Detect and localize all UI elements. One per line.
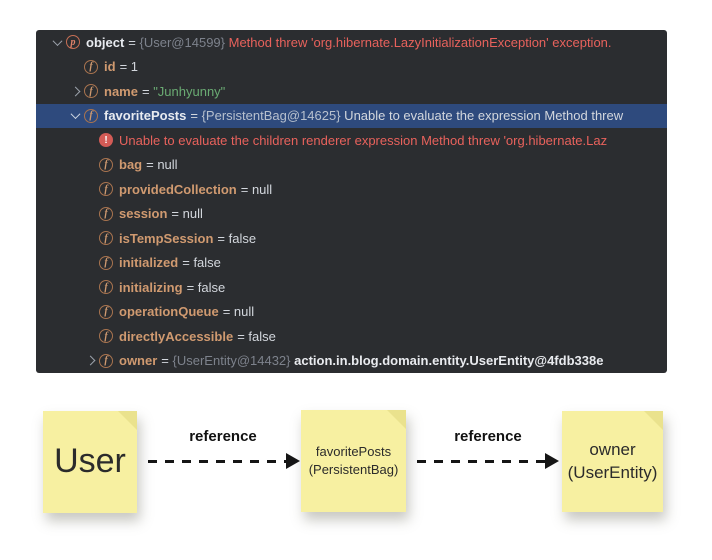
chevron-down-icon[interactable] xyxy=(67,109,84,120)
sticky-note-favorite-posts: favoritePosts (PersistentBag) xyxy=(301,410,406,512)
arrow-label-reference-2: reference xyxy=(454,428,522,445)
arrowhead-icon xyxy=(286,453,300,469)
tree-row-error-message[interactable]: ! Unable to evaluate the children rendere… xyxy=(36,128,667,153)
field-icon: f xyxy=(84,59,98,74)
variable-name: favoritePosts xyxy=(104,108,187,124)
field-icon: f xyxy=(99,353,113,368)
variable-value-segment: = xyxy=(161,353,173,369)
tree-row-initialized[interactable]: f initialized= false xyxy=(36,251,667,276)
dashed-arrow-line-2 xyxy=(417,460,545,463)
variable-name: providedCollection xyxy=(119,181,237,197)
sticky-note-user: User xyxy=(43,411,137,513)
field-icon: f xyxy=(99,206,113,221)
note-text-line: owner xyxy=(589,439,636,459)
tree-row-session[interactable]: f session= null xyxy=(36,202,667,227)
note-text-line: favoritePosts xyxy=(315,443,392,459)
variable-value-segment: = false xyxy=(182,255,221,271)
tree-row-providedCollection[interactable]: f providedCollection= null xyxy=(36,177,667,202)
variable-name: name xyxy=(104,83,138,99)
variable-value-segment: = null xyxy=(240,181,273,197)
variable-name: bag xyxy=(119,157,143,173)
tree-row-favoritePosts[interactable]: f favoritePosts= {PersistentBag@14625} Un… xyxy=(36,103,667,128)
variable-value-segment: {UserEntity@14432} xyxy=(172,353,291,369)
variable-value-segment: = xyxy=(141,83,154,99)
chevron-right-icon[interactable] xyxy=(82,355,99,366)
variable-value-segment: {User@14599} xyxy=(139,34,225,50)
variable-value-segment: {PersistentBag@14625} xyxy=(201,108,341,124)
variable-name: initialized xyxy=(119,255,179,271)
variable-name: initializing xyxy=(119,279,183,295)
variable-name: directlyAccessible xyxy=(119,328,234,344)
field-icon: f xyxy=(84,108,98,123)
note-text-line: (PersistentBag) xyxy=(308,462,399,477)
chevron-down-icon[interactable] xyxy=(49,35,66,46)
note-text-line: (UserEntity) xyxy=(567,462,658,482)
variable-value-segment: = false xyxy=(237,328,276,344)
arrow-label-reference-1: reference xyxy=(189,428,257,445)
variable-value-segment: Method threw 'org.hibernate.LazyInitiali… xyxy=(225,34,612,50)
field-icon: f xyxy=(84,84,98,99)
variable-value-segment: Unable to evaluate the expression Method… xyxy=(340,108,624,124)
dashed-arrow-line-1 xyxy=(148,460,286,463)
error-icon: ! xyxy=(99,133,113,148)
field-icon: f xyxy=(99,280,113,295)
field-icon: f xyxy=(99,182,113,197)
property-icon: p xyxy=(66,35,80,50)
variable-value-segment: = 1 xyxy=(119,59,138,75)
tree-row-operationQueue[interactable]: f operationQueue= null xyxy=(36,300,667,325)
arrowhead-icon xyxy=(545,453,559,469)
variable-value-segment: "Junhyunny" xyxy=(153,83,226,99)
variable-value-segment: = xyxy=(190,108,202,124)
chevron-right-icon[interactable] xyxy=(67,86,84,97)
field-icon: f xyxy=(99,255,113,270)
variable-value-segment: = false xyxy=(217,230,257,246)
field-icon: f xyxy=(99,231,113,246)
tree-row-initializing[interactable]: f initializing= false xyxy=(36,275,667,300)
variable-name: object xyxy=(86,34,125,50)
variable-name: isTempSession xyxy=(119,230,214,246)
field-icon: f xyxy=(99,157,113,172)
variable-value-segment: action.in.blog.domain.entity.UserEntity@… xyxy=(290,353,604,369)
field-icon: f xyxy=(99,329,113,344)
sticky-note-owner: owner (UserEntity) xyxy=(562,411,663,512)
variable-value-segment: = null xyxy=(171,206,203,222)
tree-row-isTempSession[interactable]: f isTempSession= false xyxy=(36,226,667,251)
variable-value-segment: = null xyxy=(146,157,178,173)
variable-value-segment: = false xyxy=(186,279,226,295)
variable-name: operationQueue xyxy=(119,304,219,320)
tree-row-directlyAccessible[interactable]: f directlyAccessible= false xyxy=(36,324,667,349)
variable-value-segment: Unable to evaluate the children renderer… xyxy=(119,132,608,148)
variable-name: id xyxy=(104,59,116,75)
note-text-line: User xyxy=(54,442,126,481)
variable-value-segment: = xyxy=(128,34,140,50)
variable-name: owner xyxy=(119,353,158,369)
field-icon: f xyxy=(99,304,113,319)
variable-name: session xyxy=(119,206,168,222)
variable-value-segment: = null xyxy=(222,304,255,320)
